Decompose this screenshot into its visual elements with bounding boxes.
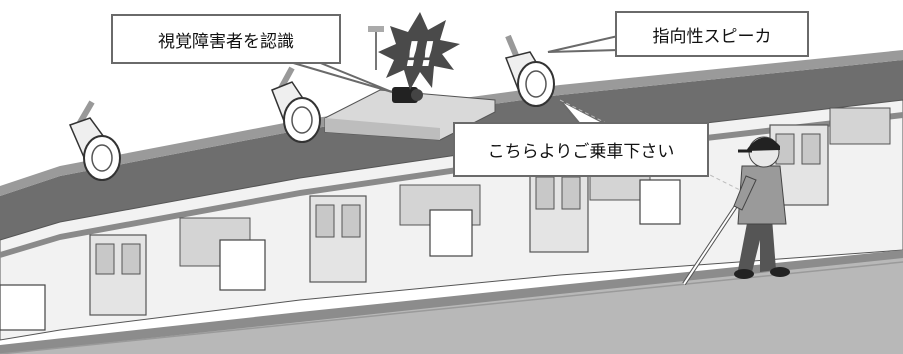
alert-burst [378,12,460,90]
tactile-line [0,261,903,354]
white-cane-highlight [683,205,737,285]
directional-speaker-3 [504,34,555,107]
camera [392,87,423,103]
platform-fences [0,179,681,331]
callout-recognize-person: 視覚障害者を認識 [111,14,341,64]
callout-directional-speaker: 指向性スピーカ [615,11,809,57]
callout-pointers [289,34,619,125]
directional-speaker-2 [271,66,321,143]
train-roof-edge [0,50,903,196]
visually-impaired-person [682,136,790,286]
train-roof [0,60,903,240]
train-doors [89,124,829,316]
callout-boarding-announcement: こちらよりご乗車下さい [453,122,709,177]
platform-edge [0,250,903,354]
roof-unit-side [325,118,440,140]
door-windows [95,133,821,275]
alert-mark: !! [404,35,435,75]
pole-cap [368,26,384,32]
directional-speaker-1 [68,100,121,181]
